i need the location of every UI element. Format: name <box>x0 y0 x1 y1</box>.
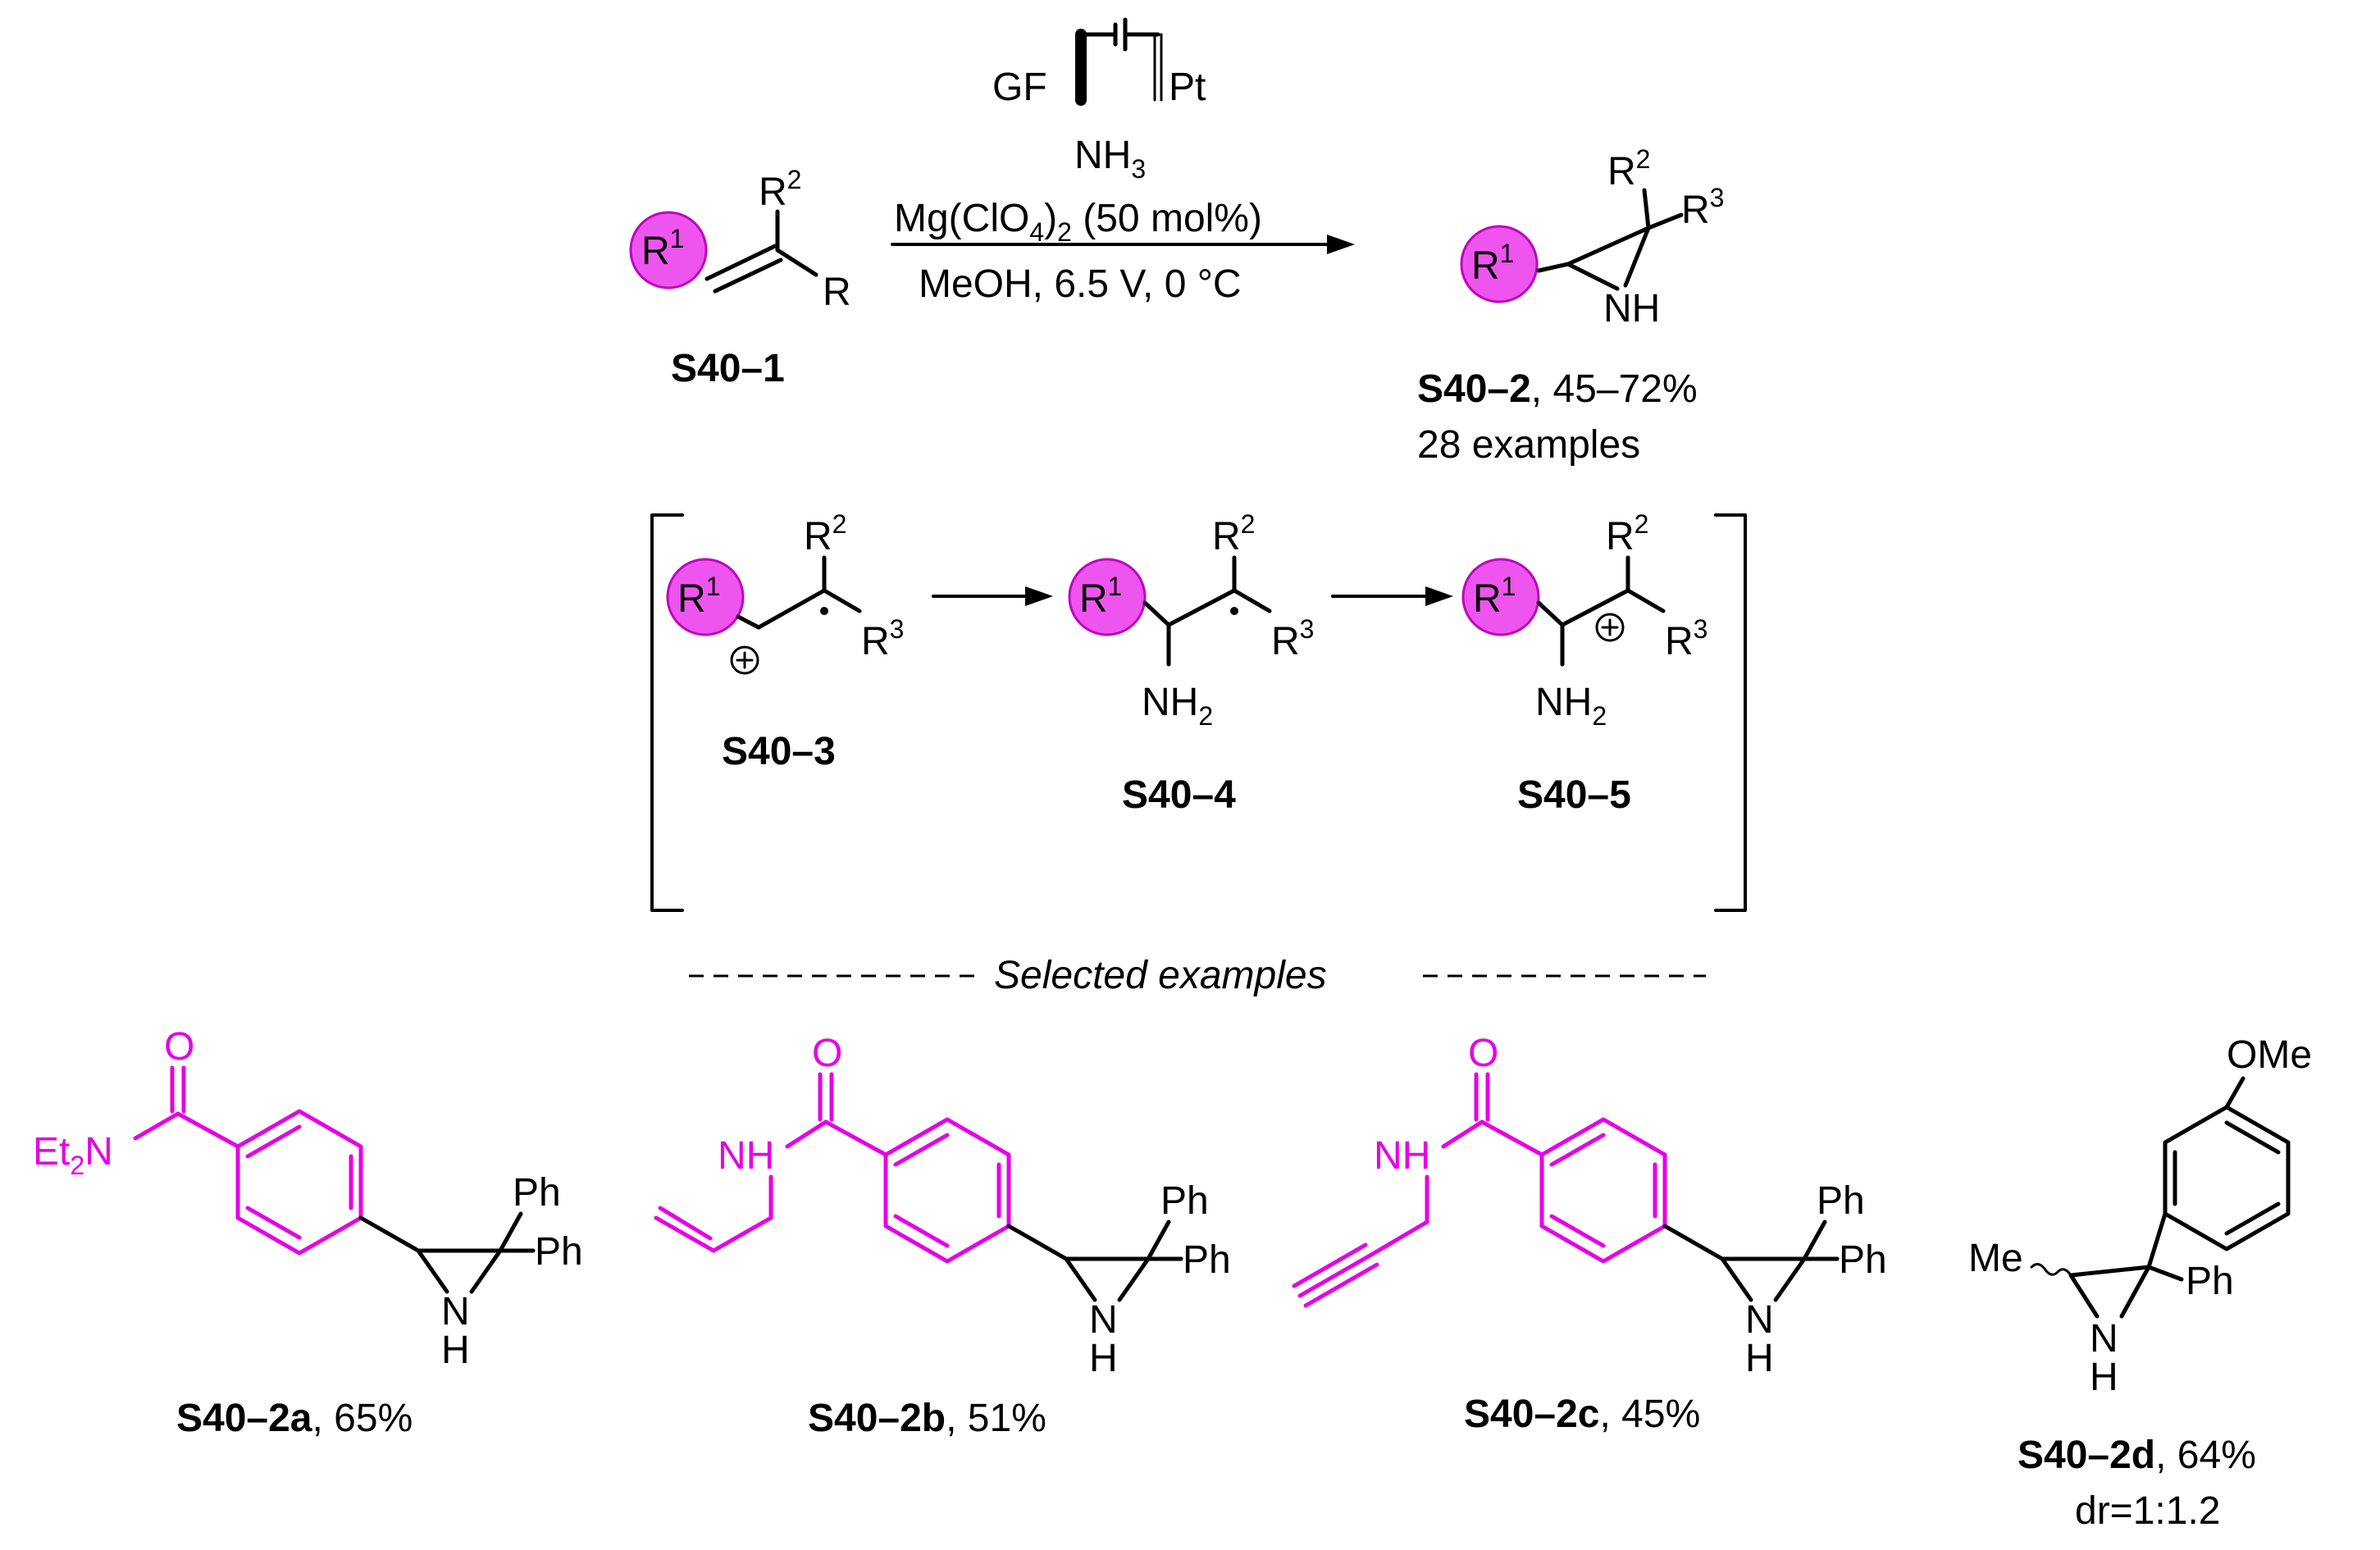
product-s40-2: R1 R2 R3 NH <box>1460 144 1724 331</box>
svg-text:R1: R1 <box>1471 239 1514 288</box>
intermediate-s40-5: R1 R2 R3 NH2 <box>1461 509 1707 731</box>
svg-text:NH: NH <box>1603 287 1660 331</box>
svg-text:R: R <box>823 271 851 314</box>
svg-text:R1: R1 <box>641 224 684 273</box>
svg-text:R1: R1 <box>1079 572 1122 621</box>
reagent-ammonia: NH3 <box>1074 134 1146 184</box>
label-s40-4: S40–4 <box>1122 773 1236 817</box>
svg-text:NH: NH <box>718 1134 774 1178</box>
svg-text:N: N <box>1745 1298 1774 1342</box>
svg-text:OMe: OMe <box>2227 1033 2312 1077</box>
svg-text:O: O <box>164 1025 194 1069</box>
svg-text:Ph: Ph <box>1160 1179 1209 1223</box>
svg-text:Ph: Ph <box>1839 1238 1887 1282</box>
svg-text:Ph: Ph <box>535 1230 583 1274</box>
reaction-arrow <box>891 235 1355 254</box>
svg-text:N: N <box>1089 1298 1118 1342</box>
svg-text:R2: R2 <box>1606 509 1648 558</box>
svg-text:R2: R2 <box>1212 509 1255 558</box>
substrate-s40-1: R1 R2 R <box>629 165 851 314</box>
svg-text:R2: R2 <box>759 165 801 214</box>
mechanism-bracket <box>650 513 1747 912</box>
selected-examples-divider: Selected examples <box>689 954 1706 997</box>
svg-text:N: N <box>441 1290 470 1333</box>
intermediate-s40-3: R1 R2 R3 <box>666 509 904 675</box>
svg-text:Ph: Ph <box>1183 1238 1231 1282</box>
svg-text:Ph: Ph <box>513 1171 561 1215</box>
mechanism-arrow-2 <box>1331 586 1453 606</box>
reagent-mg-perchlorate: Mg(ClO4)2 (50 mol%) <box>894 197 1262 247</box>
svg-text:Et2N: Et2N <box>33 1130 113 1180</box>
svg-text:H: H <box>2090 1356 2118 1399</box>
svg-text:O: O <box>812 1032 842 1075</box>
label-s40-2b: S40–2b, 51% <box>808 1397 1046 1440</box>
label-s40-5: S40–5 <box>1517 773 1631 817</box>
r1-ball <box>629 211 708 289</box>
label-s40-2c: S40–2c, 45% <box>1464 1393 1700 1436</box>
svg-text:O: O <box>1468 1032 1498 1075</box>
svg-text:NH2: NH2 <box>1142 681 1213 731</box>
label-s40-3: S40–3 <box>722 730 836 773</box>
svg-text:R3: R3 <box>1665 614 1707 663</box>
s40-2-examples: 28 examples <box>1417 423 1640 467</box>
example-s40-2c: O NH Ph Ph N H <box>1292 1032 1887 1380</box>
svg-text:H: H <box>1089 1337 1118 1380</box>
intermediate-s40-4: R1 R2 R3 NH2 <box>1068 509 1314 731</box>
svg-text:R3: R3 <box>1271 614 1314 663</box>
example-s40-2a: O Et2N Ph Ph N H <box>33 1025 583 1372</box>
example-s40-2b: O NH Ph Ph N H <box>654 1032 1231 1380</box>
svg-text:Ph: Ph <box>2186 1260 2234 1303</box>
svg-text:Ph: Ph <box>1817 1179 1865 1223</box>
svg-text:NH: NH <box>1374 1134 1430 1178</box>
label-s40-2a: S40–2a, 65% <box>176 1397 413 1440</box>
svg-text:R2: R2 <box>1607 144 1650 194</box>
label-s40-2d: S40–2d, 64% <box>2018 1434 2256 1477</box>
divider-label: Selected examples <box>994 954 1327 997</box>
svg-text:R1: R1 <box>1473 572 1516 621</box>
svg-text:H: H <box>1745 1337 1774 1380</box>
svg-text:H: H <box>441 1329 470 1372</box>
electrode-left-label: GF <box>992 66 1047 109</box>
mechanism-arrow-1 <box>932 586 1053 606</box>
example-s40-2d: OMe Me Ph N H <box>1968 1033 2312 1399</box>
svg-text:NH2: NH2 <box>1535 681 1607 731</box>
electrode-cell: GF Pt <box>992 17 1206 109</box>
svg-text:R3: R3 <box>1681 183 1724 232</box>
svg-text:N: N <box>2090 1317 2118 1361</box>
svg-text:R1: R1 <box>677 572 720 621</box>
svg-text:R3: R3 <box>861 614 904 663</box>
electrode-right-label: Pt <box>1169 66 1206 109</box>
s40-2d-dr: dr=1:1.2 <box>2075 1489 2220 1533</box>
label-s40-1: S40–1 <box>671 347 785 390</box>
label-s40-2: S40–2, 45–72% <box>1417 367 1698 411</box>
reaction-conditions: MeOH, 6.5 V, 0 °C <box>919 262 1242 306</box>
svg-text:Me: Me <box>1968 1237 2023 1280</box>
svg-text:R2: R2 <box>804 509 846 558</box>
